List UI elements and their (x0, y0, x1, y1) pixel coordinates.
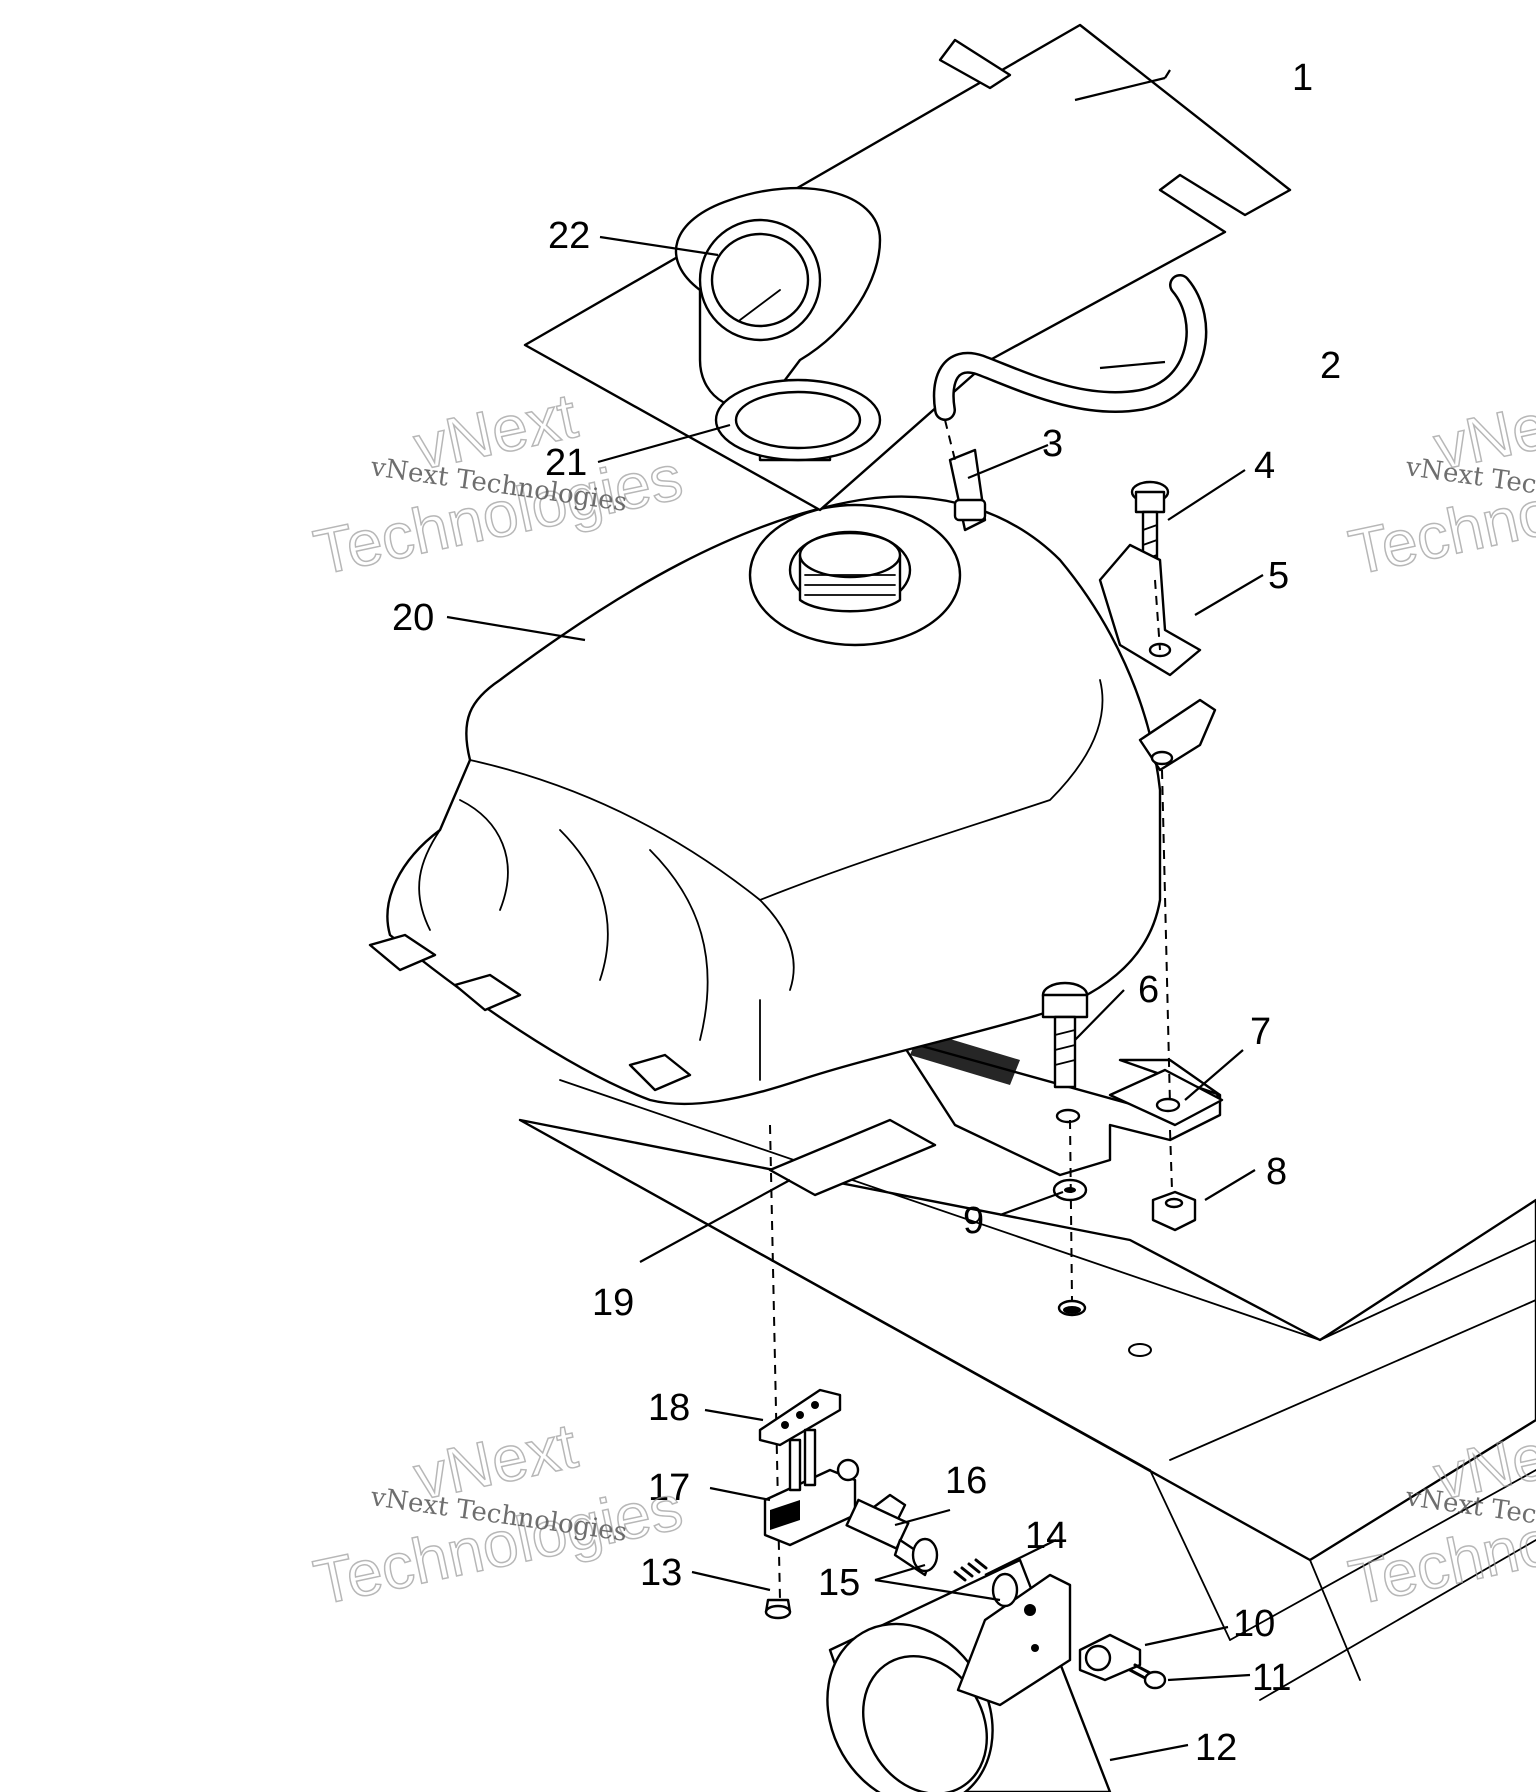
pad-19 (768, 1118, 937, 1197)
dash-nut (1169, 1129, 1173, 1191)
callout-7: 7 (1250, 1011, 1271, 1053)
callout-labels: 1 2 3 4 5 6 7 8 9 10 11 12 13 14 15 16 1… (392, 57, 1341, 1769)
screw-11 (1128, 1663, 1167, 1690)
callout-3: 3 (1042, 423, 1063, 465)
watermark-bottom-right: vNext Technologies vNext Technologies (1342, 1408, 1536, 1619)
leader-lines (446, 69, 1264, 1762)
dash-bolt6 (1069, 1119, 1073, 1301)
dash-bolt4 (1154, 579, 1161, 651)
vent-fitting-3 (944, 419, 987, 532)
fuel-tank-20 (368, 495, 1217, 1106)
screw-13 (764, 1598, 792, 1620)
frame-rail (518, 1079, 1536, 1701)
plate-18 (758, 1388, 842, 1447)
callout-21: 21 (545, 442, 587, 484)
callout-20: 20 (392, 597, 434, 639)
callout-15: 15 (818, 1562, 860, 1604)
callout-11: 11 (1252, 1657, 1291, 1699)
callout-10: 10 (1233, 1603, 1275, 1645)
callout-4: 4 (1254, 445, 1275, 487)
spring-14 (953, 1558, 988, 1582)
callout-6: 6 (1138, 969, 1159, 1011)
callout-5: 5 (1268, 555, 1289, 597)
callout-8: 8 (1266, 1151, 1287, 1193)
callout-12: 12 (1195, 1727, 1237, 1769)
valve-mount-bracket (956, 1573, 1072, 1707)
watermark-top-left: vNext Technologies vNext Technologies (307, 378, 689, 589)
callout-13: 13 (640, 1552, 682, 1594)
watermark-top-right: vNext Technologies vNext Technologies (1342, 378, 1536, 589)
fuel-valve-17 (763, 1428, 860, 1547)
bolt-6 (1041, 981, 1089, 1089)
callout-17: 17 (648, 1467, 690, 1509)
tank-strap-bracket-7 (898, 1030, 1224, 1177)
bracket-5 (1098, 543, 1202, 677)
callout-9: 9 (963, 1200, 984, 1242)
clip-10 (1078, 1633, 1142, 1682)
callout-16: 16 (945, 1460, 987, 1502)
nut-8 (1151, 1190, 1197, 1232)
callout-19: 19 (592, 1282, 634, 1324)
callout-2: 2 (1320, 345, 1341, 387)
plate-1 (523, 23, 1292, 512)
vent-hose-2 (932, 274, 1208, 421)
watermark-bottom-left: vNext Technologies vNext Technologies (307, 1408, 689, 1619)
callout-1: 1 (1292, 57, 1313, 99)
washers-15 (911, 1537, 1019, 1608)
callout-22: 22 (548, 215, 590, 257)
gasket-21 (714, 378, 882, 462)
callout-14: 14 (1025, 1515, 1067, 1557)
callout-18: 18 (648, 1387, 690, 1429)
dash-ear (1161, 769, 1171, 1106)
